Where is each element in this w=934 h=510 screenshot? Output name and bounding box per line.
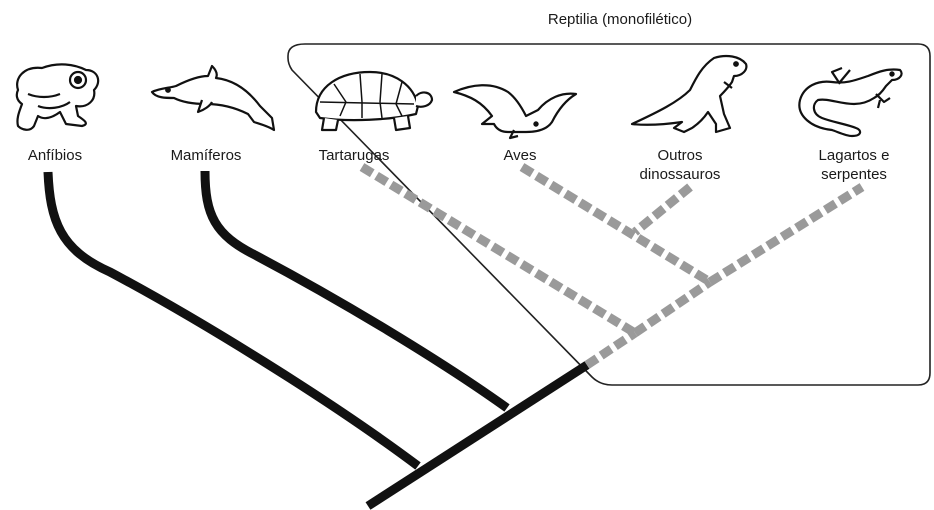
taxon-label-line: Outros — [620, 146, 740, 165]
taxon-label-line: Anfíbios — [0, 146, 110, 165]
dashed-branches — [362, 167, 862, 365]
taxon-label-line: Mamíferos — [148, 146, 264, 165]
taxon-label-anfibios: Anfíbios — [0, 146, 110, 165]
branch-archosaur-lizard — [635, 282, 710, 333]
taxon-label-lagartos-serpentes: Lagartos e serpentes — [794, 146, 914, 184]
branch-mamiferos — [205, 171, 507, 408]
turtle-icon — [316, 72, 432, 130]
taxon-label-tartarugas: Tartarugas — [296, 146, 412, 165]
frog-icon — [17, 64, 98, 129]
taxon-label-line: Tartarugas — [296, 146, 412, 165]
taxon-label-line: serpentes — [794, 165, 914, 184]
dinosaur-icon — [632, 56, 746, 132]
taxon-label-mamiferos: Mamíferos — [148, 146, 264, 165]
taxon-label-line: Lagartos e — [794, 146, 914, 165]
reptilia-group-title: Reptilia (monofilético) — [490, 10, 750, 29]
branch-aves — [522, 167, 710, 282]
branch-outros — [635, 187, 690, 232]
taxon-label-line: dinossauros — [620, 165, 740, 184]
taxon-label-outros-dinossauros: Outros dinossauros — [620, 146, 740, 184]
lizard-icon — [799, 68, 901, 136]
branch-lagartos — [710, 187, 862, 282]
taxon-label-aves: Aves — [480, 146, 560, 165]
taxon-label-line: Aves — [480, 146, 560, 165]
branch-tartarugas — [362, 167, 635, 333]
solid-branches — [48, 171, 587, 506]
dolphin-icon — [152, 66, 274, 130]
bird-icon — [454, 85, 576, 138]
branch-reptilia-stem — [587, 333, 635, 365]
